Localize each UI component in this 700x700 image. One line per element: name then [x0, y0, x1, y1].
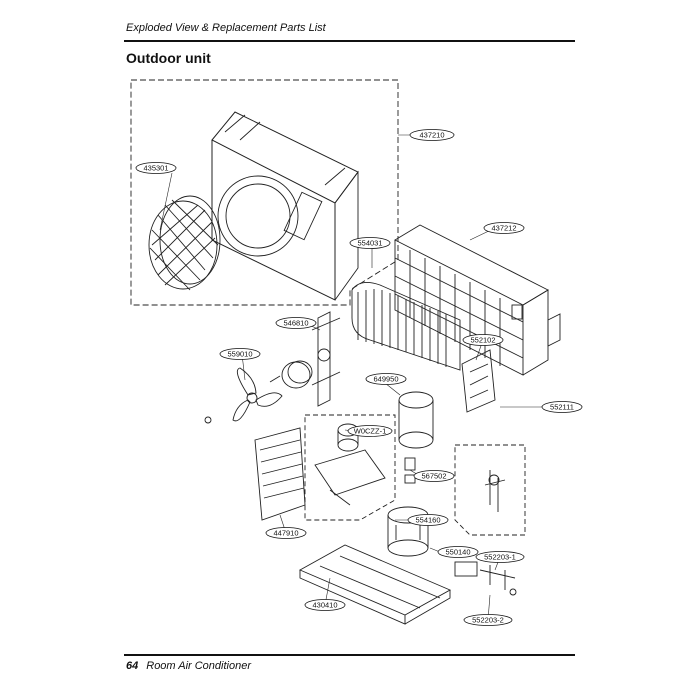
part-callout: 559010 [219, 348, 261, 360]
part-callout: 437210 [409, 129, 455, 141]
page-footer: 64 Room Air Conditioner [126, 660, 251, 672]
drain-parts [461, 349, 496, 413]
condenser-coil [351, 281, 461, 371]
terminal-cover [404, 457, 416, 484]
part-callout: 554160 [407, 514, 449, 526]
part-number-label: 552102 [470, 336, 495, 345]
part-number-label: 554160 [415, 516, 440, 525]
part-callout: 552102 [462, 334, 504, 346]
part-number-label: 437210 [419, 131, 444, 140]
part-number-label: 550140 [445, 548, 470, 557]
part-number-label: 552203-2 [472, 616, 504, 625]
page-header: Exploded View & Replacement Parts List [126, 22, 326, 34]
part-callout: 546810 [275, 317, 317, 329]
part-callout: W0CZZ-1 [347, 425, 393, 437]
part-callout: 447910 [265, 527, 307, 539]
part-callout: 430410 [304, 599, 346, 611]
part-number-label: 437212 [491, 224, 516, 233]
part-callout: 649950 [365, 373, 407, 385]
section-title: Outdoor unit [126, 50, 211, 66]
propeller-fan [204, 367, 283, 424]
part-callout: 437212 [483, 222, 525, 234]
part-callout: 550140 [437, 546, 479, 558]
part-number-label: 559010 [227, 350, 252, 359]
part-number-label: 430410 [312, 601, 337, 610]
part-callout: 552203-1 [475, 551, 525, 563]
part-number-label: 552203-1 [484, 553, 516, 562]
barrier-panel [254, 427, 306, 521]
part-number-label: 554031 [357, 239, 382, 248]
product-name: Room Air Conditioner [146, 660, 251, 672]
part-number-label: 649950 [373, 375, 398, 384]
front-cover-panel [211, 111, 359, 301]
four-way-valve [484, 470, 506, 512]
part-callout: 552203-2 [463, 614, 513, 626]
control-box-group [304, 414, 396, 521]
part-number-label: 447910 [273, 529, 298, 538]
part-number-label: 552111 [550, 403, 574, 412]
front-cover-group-box [130, 79, 399, 306]
side-service-panel [547, 313, 561, 347]
control-cover [314, 449, 386, 506]
part-callout: 567502 [413, 470, 455, 482]
part-callout: 435301 [135, 162, 177, 174]
page-number: 64 [126, 660, 139, 672]
part-number-label: W0CZZ-1 [354, 427, 387, 436]
part-number-label: 435301 [143, 164, 168, 173]
footer-rule [124, 654, 575, 656]
motor-bracket [311, 311, 341, 407]
accumulator [398, 391, 434, 449]
fan-motor [269, 360, 313, 389]
base-pan [298, 544, 452, 625]
valve-group [454, 444, 526, 536]
part-number-label: 546810 [283, 319, 308, 328]
part-callout: 552111 [541, 401, 583, 413]
header-rule [124, 40, 575, 42]
service-valve-block [454, 561, 517, 596]
fan-grille [148, 195, 221, 291]
part-callout: 554031 [349, 237, 391, 249]
part-number-label: 567502 [421, 472, 446, 481]
rear-cabinet [394, 224, 549, 376]
